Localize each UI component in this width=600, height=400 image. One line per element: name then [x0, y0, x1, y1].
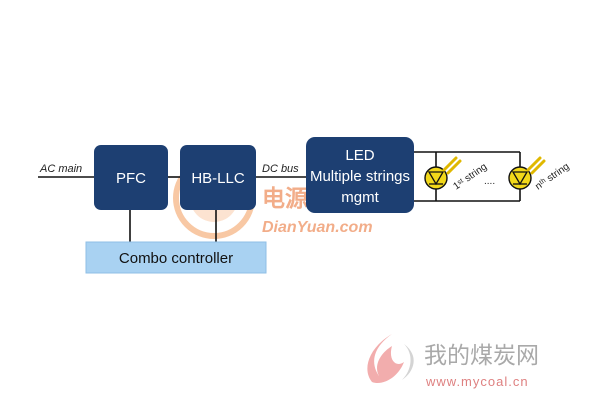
hb-llc-label: HB-LLC: [191, 170, 245, 187]
mycoal-watermark: 我的煤炭网 www.mycoal.cn: [367, 334, 539, 389]
pfc-label: PFC: [116, 170, 146, 187]
led-first-string: [424, 156, 462, 190]
light-emission-icon: [442, 156, 462, 175]
led-nth-string: [508, 156, 546, 190]
string-ellipsis: ....: [484, 176, 495, 187]
led-management-block: [306, 137, 414, 213]
hb-llc-block: [180, 145, 256, 210]
ac-main-label: AC main: [39, 163, 82, 175]
light-emission-icon: [526, 156, 546, 175]
led-block-line1: LED: [345, 147, 374, 164]
pfc-block: [94, 145, 168, 210]
combo-controller-block: [85, 241, 267, 274]
dianyuan-url-text: DianYuan.com: [262, 219, 373, 236]
mycoal-chinese-text: 我的煤炭网: [424, 343, 539, 369]
flame-logo-icon: [367, 334, 404, 384]
led-block-line3: mgmt: [341, 189, 379, 206]
dc-bus-label: DC bus: [262, 163, 299, 175]
combo-controller-label: Combo controller: [119, 250, 233, 267]
wires: [38, 151, 521, 242]
led-block-line2: Multiple strings: [310, 168, 410, 185]
mycoal-url-text: www.mycoal.cn: [425, 374, 529, 389]
